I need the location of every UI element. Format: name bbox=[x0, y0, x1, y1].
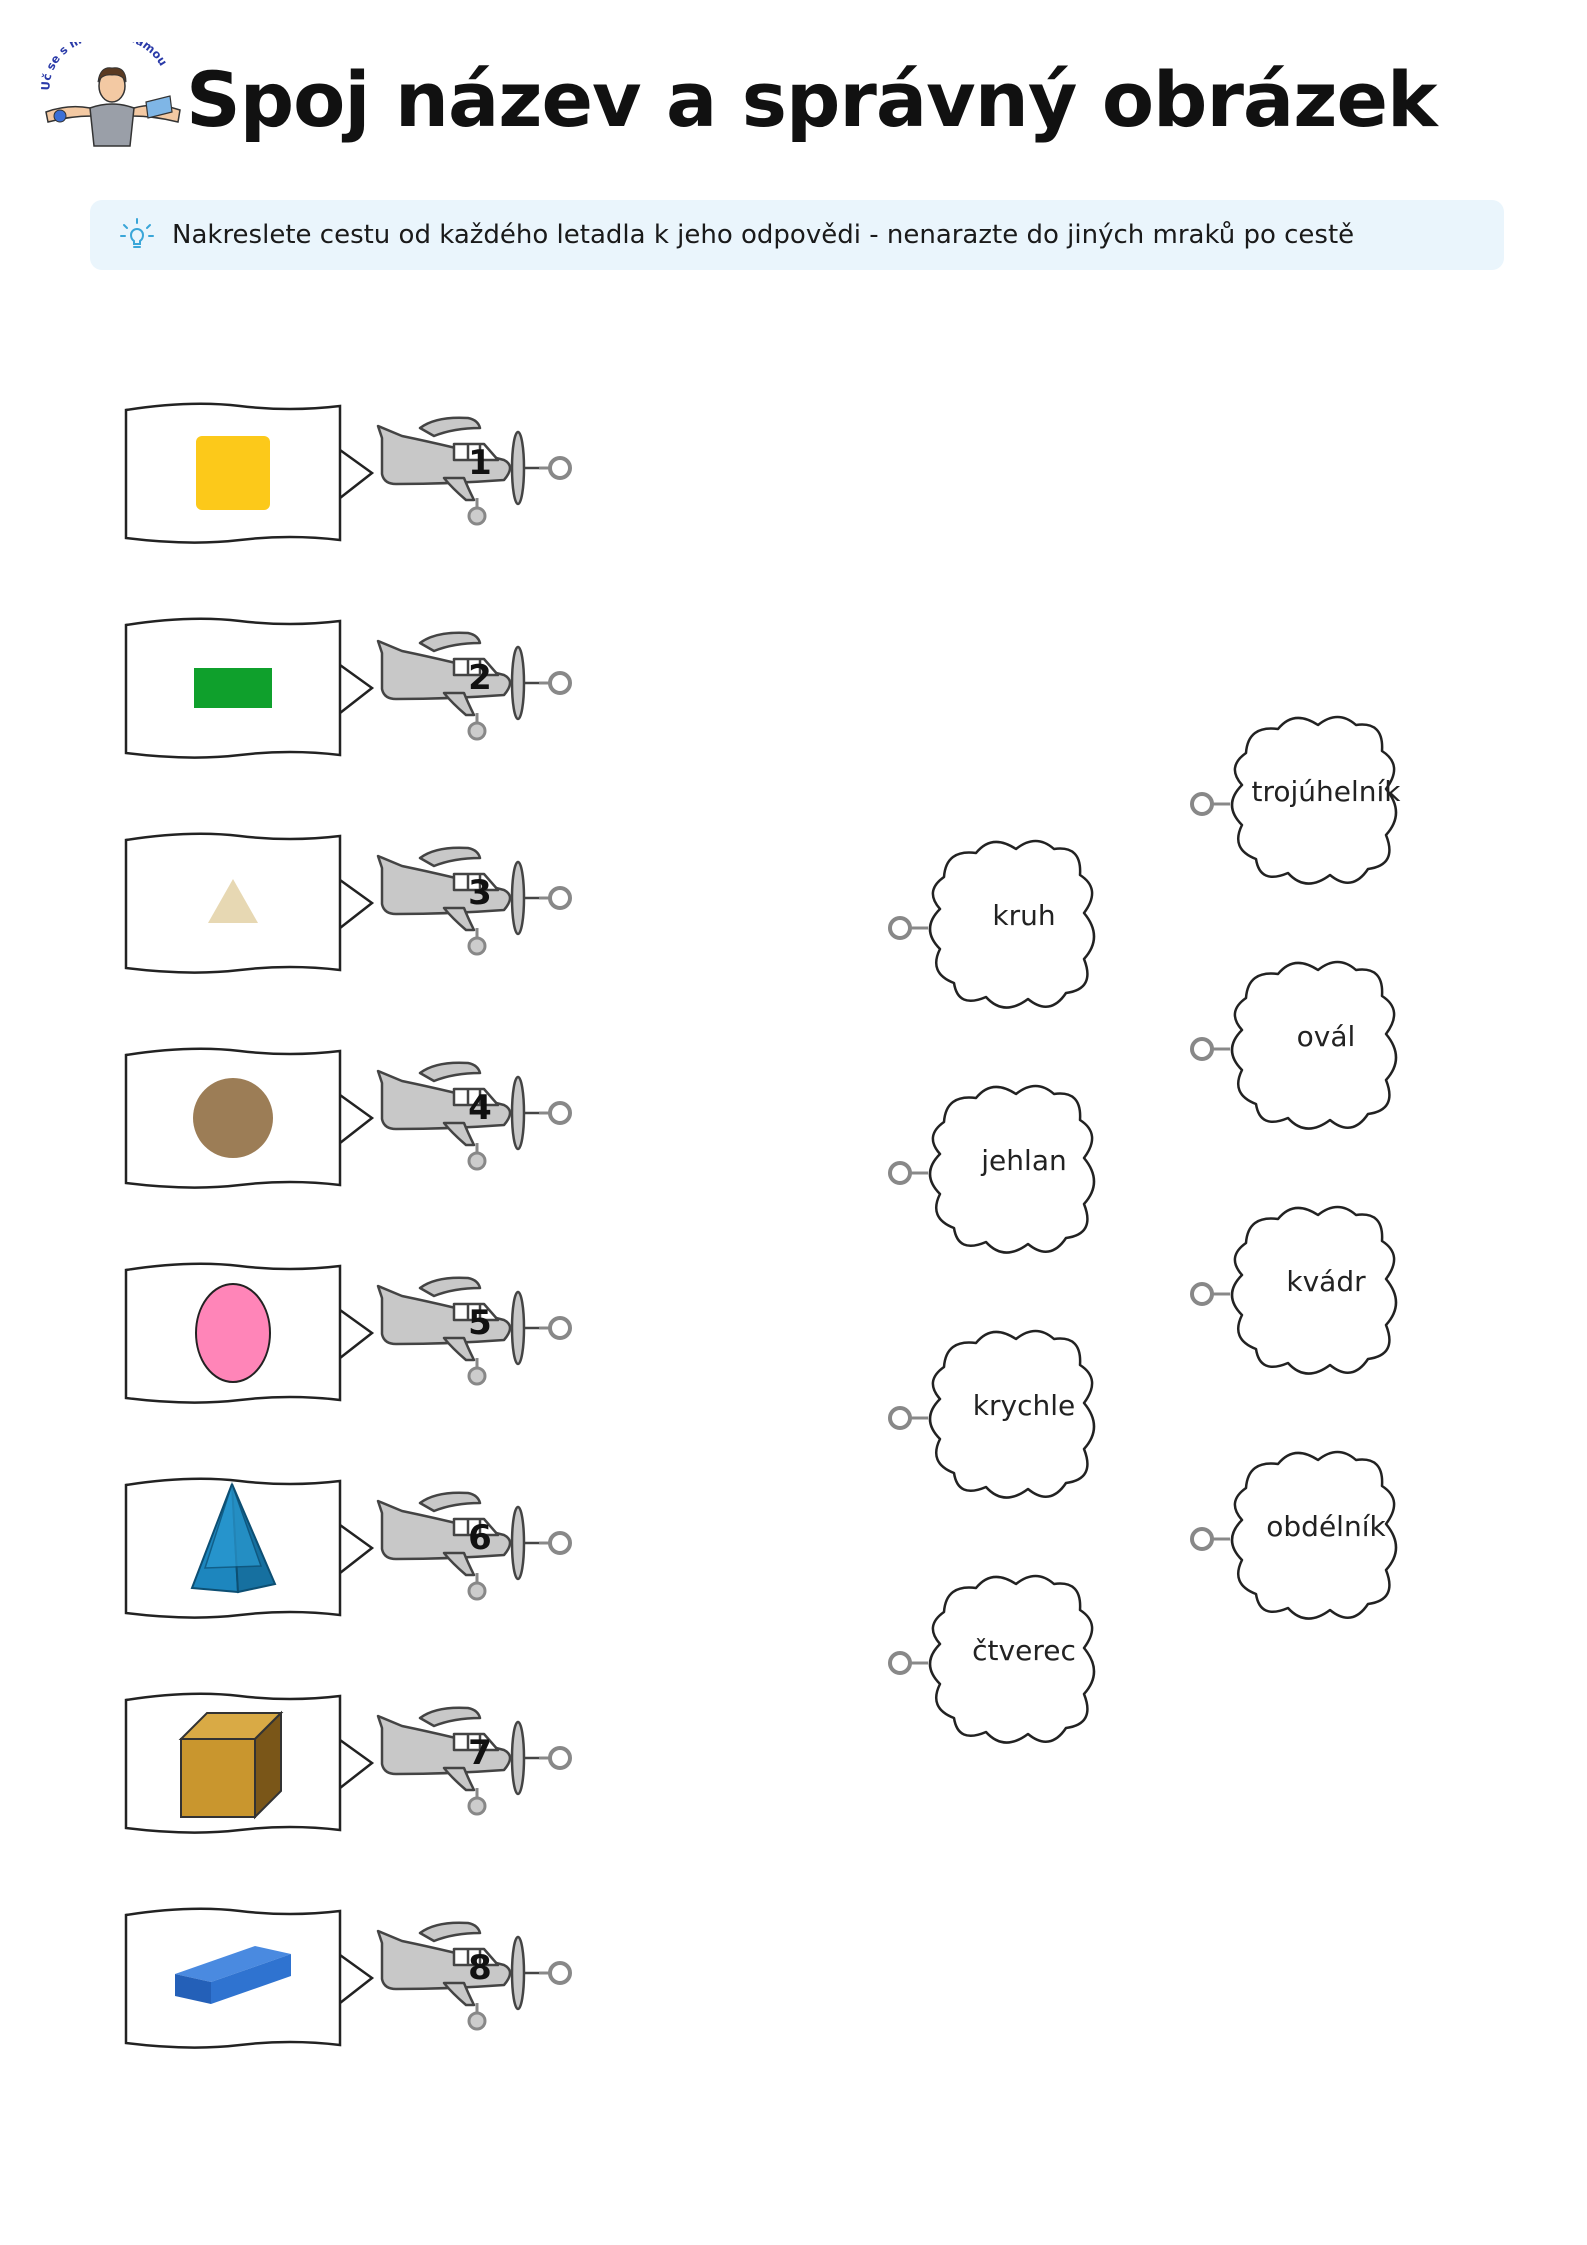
cloud-connector[interactable] bbox=[888, 916, 912, 940]
plane-row-4: 4 bbox=[120, 1043, 590, 1193]
cloud-connector[interactable] bbox=[888, 1406, 912, 1430]
cloud-outline bbox=[928, 1574, 1096, 1744]
answer-cloud-clouds_right-2: kvádr bbox=[1190, 1199, 1440, 1389]
cloud-label: kvádr bbox=[1286, 1265, 1366, 1298]
cloud-connector[interactable] bbox=[1190, 1527, 1214, 1551]
plane-connector[interactable] bbox=[548, 1316, 572, 1340]
square-picture bbox=[196, 436, 270, 510]
lightbulb-icon bbox=[120, 218, 154, 248]
cuboid-picture bbox=[175, 1946, 291, 2004]
answer-cloud-clouds_right-1: ovál bbox=[1190, 954, 1440, 1144]
answer-cloud-clouds_left-3: čtverec bbox=[888, 1568, 1138, 1758]
plane-icon bbox=[376, 416, 540, 506]
cloud-label: trojúhelník bbox=[1251, 775, 1401, 808]
plane-row-8: 8 bbox=[120, 1903, 590, 2053]
cloud-connector[interactable] bbox=[1190, 792, 1214, 816]
cloud-outline bbox=[1230, 960, 1398, 1130]
plane-dot[interactable] bbox=[467, 1366, 487, 1386]
plane-row-7: 7 bbox=[120, 1688, 590, 1838]
plane-number: 7 bbox=[468, 1733, 492, 1773]
cloud-label: kruh bbox=[992, 899, 1056, 932]
plane-number: 4 bbox=[468, 1088, 492, 1128]
plane-connector[interactable] bbox=[548, 671, 572, 695]
plane-number: 6 bbox=[468, 1518, 492, 1558]
oval-picture bbox=[195, 1283, 271, 1383]
plane-dot[interactable] bbox=[467, 1581, 487, 1601]
cloud-outline bbox=[928, 1329, 1096, 1499]
cloud-connector[interactable] bbox=[1190, 1037, 1214, 1061]
plane-number: 2 bbox=[468, 658, 492, 698]
answer-cloud-clouds_left-0: kruh bbox=[888, 833, 1138, 1023]
plane-number: 5 bbox=[468, 1303, 492, 1343]
cloud-connector[interactable] bbox=[888, 1161, 912, 1185]
plane-number: 1 bbox=[468, 443, 492, 483]
plane-connector[interactable] bbox=[548, 886, 572, 910]
pyramid-picture bbox=[190, 1481, 277, 1594]
plane-icon bbox=[376, 631, 540, 721]
cloud-label: obdélník bbox=[1266, 1510, 1386, 1543]
cloud-outline bbox=[928, 1084, 1096, 1254]
plane-row-2: 2 bbox=[120, 613, 590, 763]
circle-picture bbox=[193, 1078, 273, 1158]
plane-icon bbox=[376, 1921, 540, 2011]
plane-connector[interactable] bbox=[548, 1746, 572, 1770]
plane-dot[interactable] bbox=[467, 936, 487, 956]
plane-dot[interactable] bbox=[467, 721, 487, 741]
plane-icon bbox=[376, 1706, 540, 1796]
answer-cloud-clouds_left-2: krychle bbox=[888, 1323, 1138, 1513]
plane-row-5: 5 bbox=[120, 1258, 590, 1408]
plane-dot[interactable] bbox=[467, 1151, 487, 1171]
instruction-text: Nakreslete cestu od každého letadla k je… bbox=[172, 220, 1355, 250]
cloud-label: čtverec bbox=[972, 1634, 1076, 1667]
instruction-banner: Nakreslete cestu od každého letadla k je… bbox=[90, 200, 1504, 270]
plane-row-3: 3 bbox=[120, 828, 590, 978]
plane-connector[interactable] bbox=[548, 1961, 572, 1985]
answer-cloud-clouds_left-1: jehlan bbox=[888, 1078, 1138, 1268]
plane-dot[interactable] bbox=[467, 2011, 487, 2031]
page-title: Spoj název a správný obrázek bbox=[186, 55, 1438, 144]
plane-dot[interactable] bbox=[467, 1796, 487, 1816]
plane-row-1: 1 bbox=[120, 398, 590, 548]
cloud-connector[interactable] bbox=[1190, 1282, 1214, 1306]
plane-icon bbox=[376, 1491, 540, 1581]
plane-row-6: 6 bbox=[120, 1473, 590, 1623]
plane-number: 8 bbox=[468, 1948, 492, 1988]
plane-icon bbox=[376, 846, 540, 936]
plane-icon bbox=[376, 1061, 540, 1151]
triangle-picture bbox=[208, 879, 258, 923]
cloud-outline bbox=[1230, 1205, 1398, 1375]
logo: Uč se s madrou mámou bbox=[38, 27, 188, 152]
cloud-outline bbox=[928, 839, 1096, 1009]
answer-cloud-clouds_right-3: obdélník bbox=[1190, 1444, 1440, 1634]
plane-connector[interactable] bbox=[548, 456, 572, 480]
cloud-label: jehlan bbox=[981, 1144, 1067, 1177]
plane-icon bbox=[376, 1276, 540, 1366]
cube-picture bbox=[178, 1710, 284, 1820]
answer-cloud-clouds_right-0: trojúhelník bbox=[1190, 709, 1440, 899]
cloud-outline bbox=[1230, 715, 1398, 885]
rectangle-picture bbox=[194, 668, 272, 708]
plane-connector[interactable] bbox=[548, 1531, 572, 1555]
cloud-connector[interactable] bbox=[888, 1651, 912, 1675]
cloud-label: krychle bbox=[972, 1389, 1076, 1422]
plane-connector[interactable] bbox=[548, 1101, 572, 1125]
plane-dot[interactable] bbox=[467, 506, 487, 526]
cloud-label: ovál bbox=[1296, 1020, 1356, 1053]
cloud-outline bbox=[1230, 1450, 1398, 1620]
plane-number: 3 bbox=[468, 873, 492, 913]
